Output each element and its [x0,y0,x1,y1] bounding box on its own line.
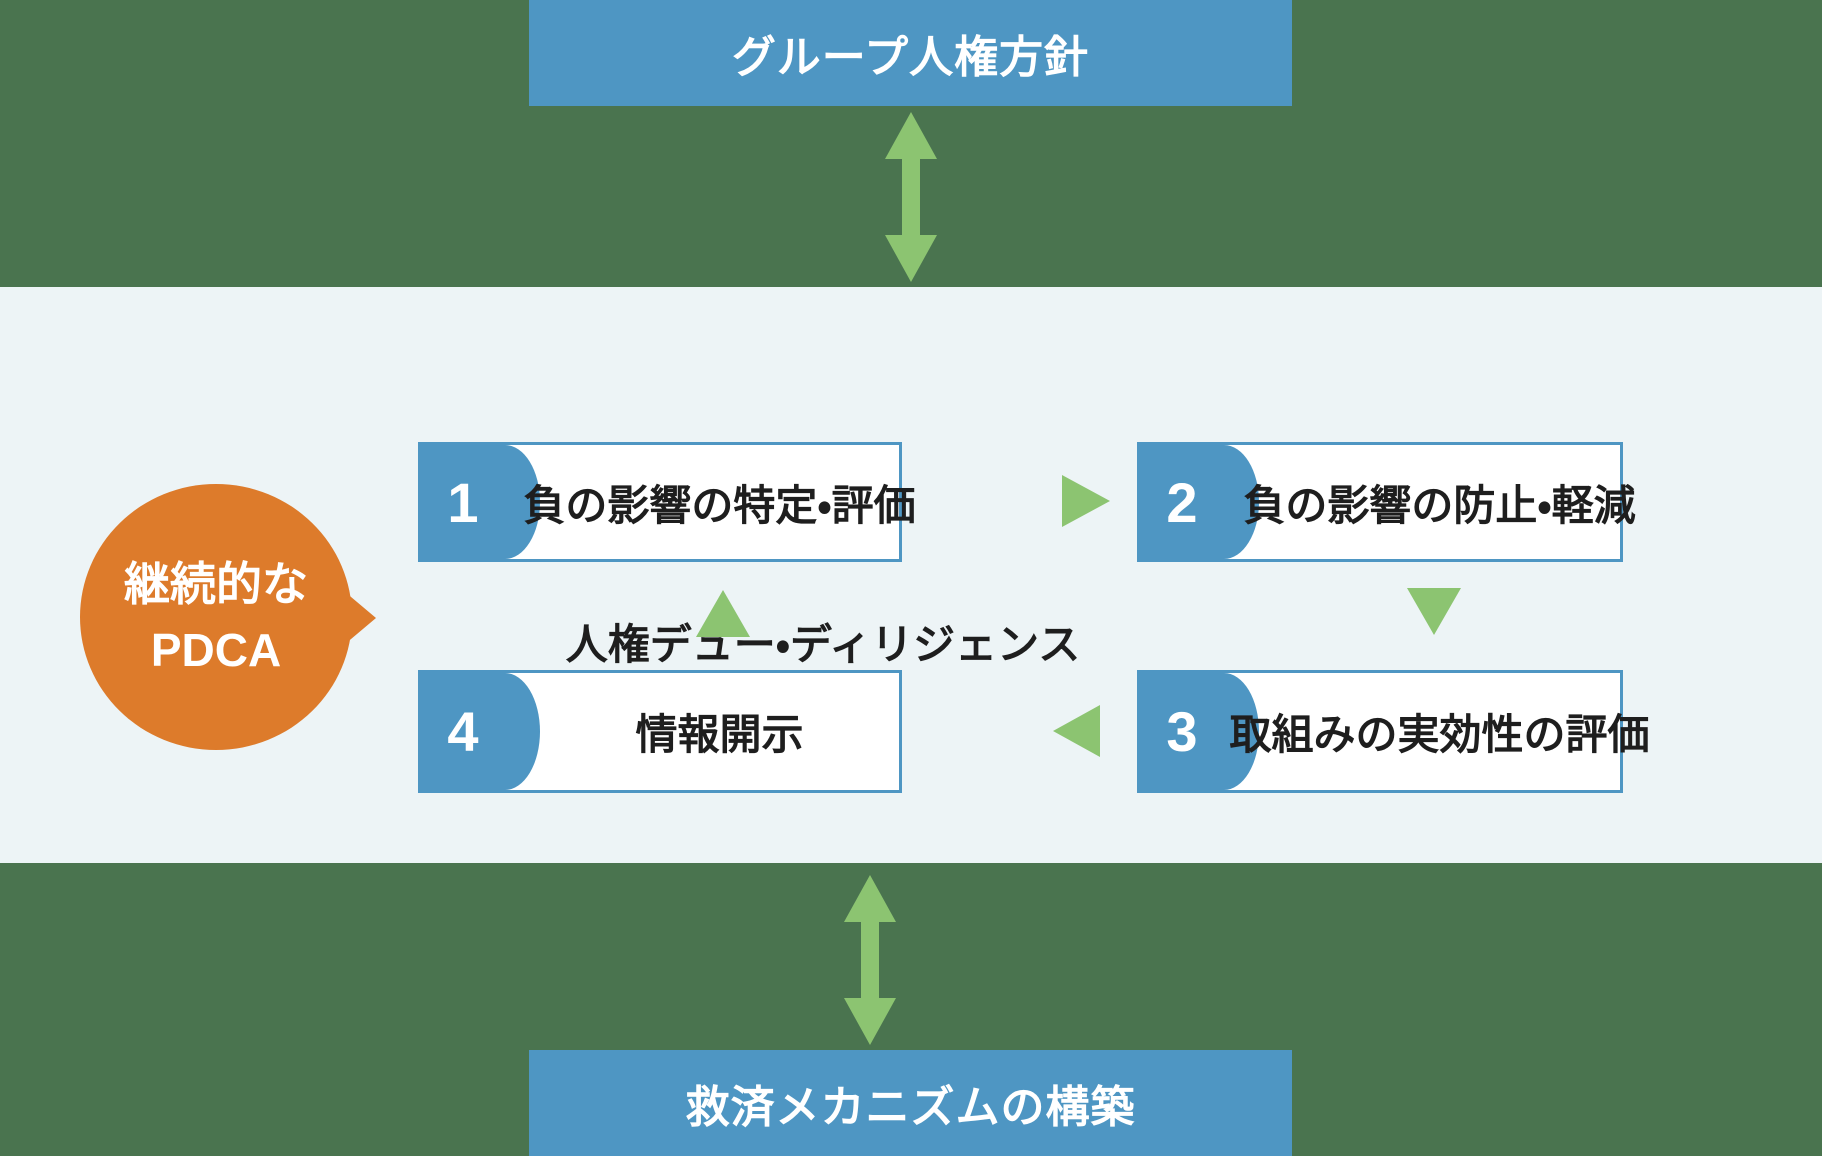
pdca-bubble-line1: 継続的な [124,558,308,610]
double-vertical-arrow-icon [883,112,939,282]
step-2-badge [1140,445,1259,559]
right-triangle-arrow-icon [1062,475,1110,527]
remedy-mechanism-banner: 救済メカニズムの構築 [529,1050,1292,1156]
step-3-label: 取組みの実効性の評価 [1229,711,1650,758]
step-3-number: 3 [1166,700,1198,763]
remedy-mechanism-label: 救済メカニズムの構築 [685,1083,1136,1132]
step-box-1: 1 負の影響の特定・評価 [418,442,916,562]
step-box-4: 4 情報開示 [418,670,902,793]
step-box-3: 3 取組みの実効性の評価 [1137,670,1650,793]
panel-title: 人権デュー・ディリジェンス [565,621,1081,668]
step-4-number: 4 [447,700,479,763]
step-4-label: 情報開示 [635,711,804,758]
left-triangle-arrow-icon [1053,705,1100,757]
pdca-bubble-tail [338,586,376,650]
step-1-badge [421,445,540,559]
step-3-badge [1140,673,1259,790]
down-triangle-arrow-icon [1407,588,1461,635]
double-vertical-arrow-icon [842,875,898,1045]
step-2-number: 2 [1166,470,1198,534]
group-human-rights-policy-banner: グループ人権方針 [529,0,1292,106]
group-human-rights-policy-label: グループ人権方針 [731,33,1090,82]
step-4-badge [421,673,540,790]
continuous-pdca-bubble: 継続的な PDCA [80,484,352,750]
step-1-number: 1 [447,470,479,534]
step-1-label: 負の影響の特定・評価 [523,481,916,529]
step-box-2: 2 負の影響の防止・軽減 [1137,442,1636,562]
step-2-label: 負の影響の防止・軽減 [1243,481,1636,529]
up-triangle-arrow-icon [696,590,750,637]
pdca-bubble-line2: PDCA [150,624,282,676]
